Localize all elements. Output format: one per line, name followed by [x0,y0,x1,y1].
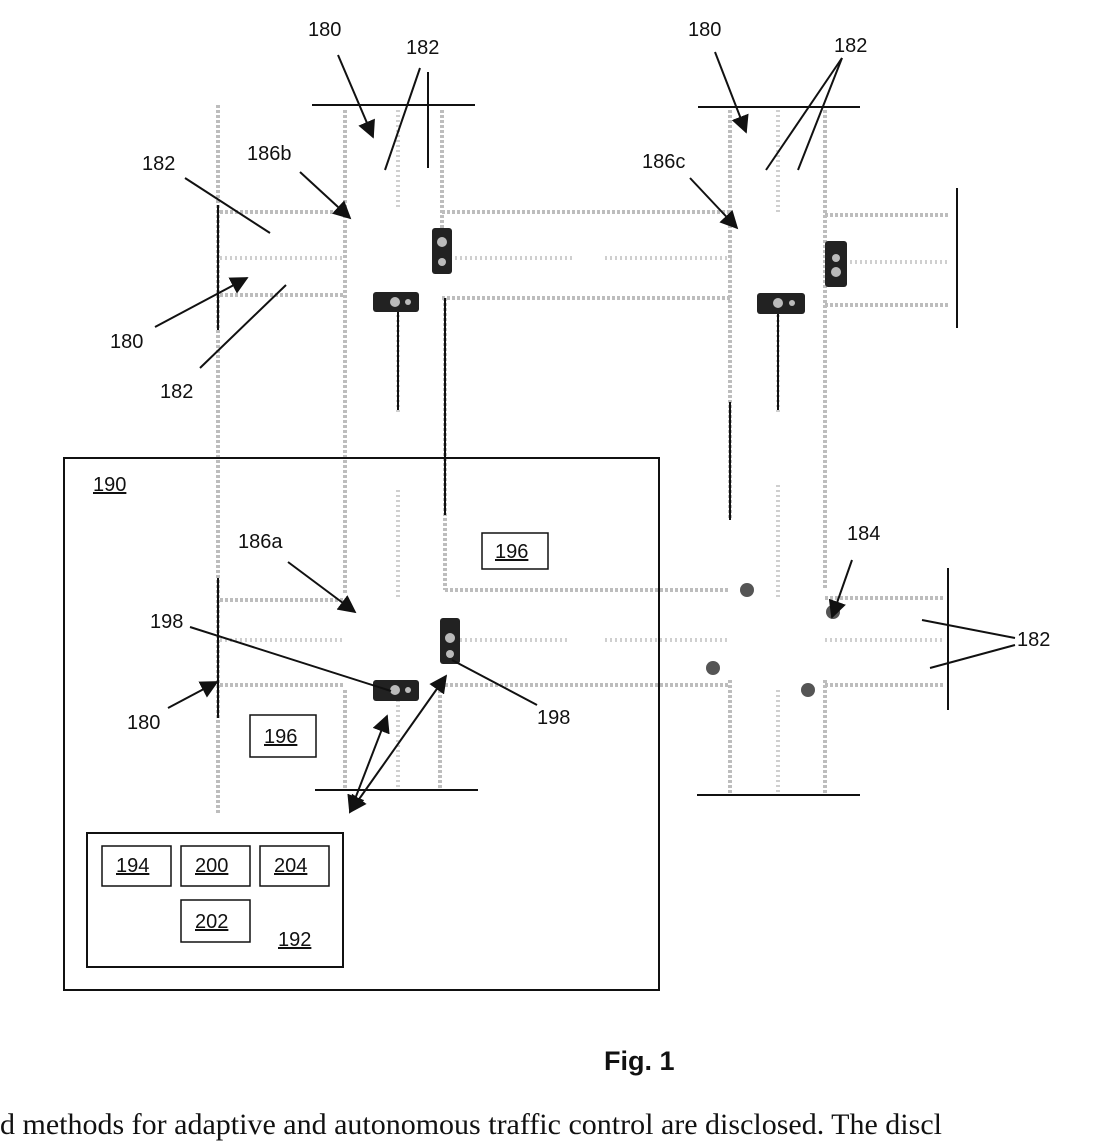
traffic-signal-186c-horizontal [757,293,805,314]
label-200: 200 [195,855,228,877]
label-184: 184 [847,523,880,545]
label-186a: 186a [238,531,283,553]
label-202: 202 [195,911,228,933]
road-network [218,105,950,815]
label-196: 196 [495,541,528,563]
label-198: 198 [150,611,183,633]
traffic-signal-186b-vertical [432,228,452,274]
label-182: 182 [834,35,867,57]
label-192: 192 [278,929,311,951]
label-186b: 186b [247,143,292,165]
label-190: 190 [93,474,126,496]
label-182: 182 [142,153,175,175]
label-194: 194 [116,855,149,877]
label-180: 180 [127,712,160,734]
figure-caption: Fig. 1 [604,1046,675,1076]
label-180: 180 [308,19,341,41]
label-180: 180 [688,19,721,41]
label-182: 182 [406,37,439,59]
label-186c: 186c [642,151,685,173]
label-204: 204 [274,855,307,877]
traffic-signal-186a-vertical [440,618,460,664]
label-182: 182 [1017,629,1050,651]
label-182: 182 [160,381,193,403]
patent-figure: 180 182 182 186b 180 182 180 182 186c 19… [0,0,1116,1100]
label-180: 180 [110,331,143,353]
label-196: 196 [264,726,297,748]
traffic-signal-186b-horizontal [373,292,419,312]
label-198: 198 [537,707,570,729]
body-text-fragment: d methods for adaptive and autonomous tr… [0,1108,1116,1142]
reference-labels: 180 182 182 186b 180 182 180 182 186c 19… [93,19,1050,951]
traffic-signal-186c-vertical [825,241,847,287]
leader-lines [155,52,1015,812]
traffic-signal-186a-horizontal [373,680,419,701]
